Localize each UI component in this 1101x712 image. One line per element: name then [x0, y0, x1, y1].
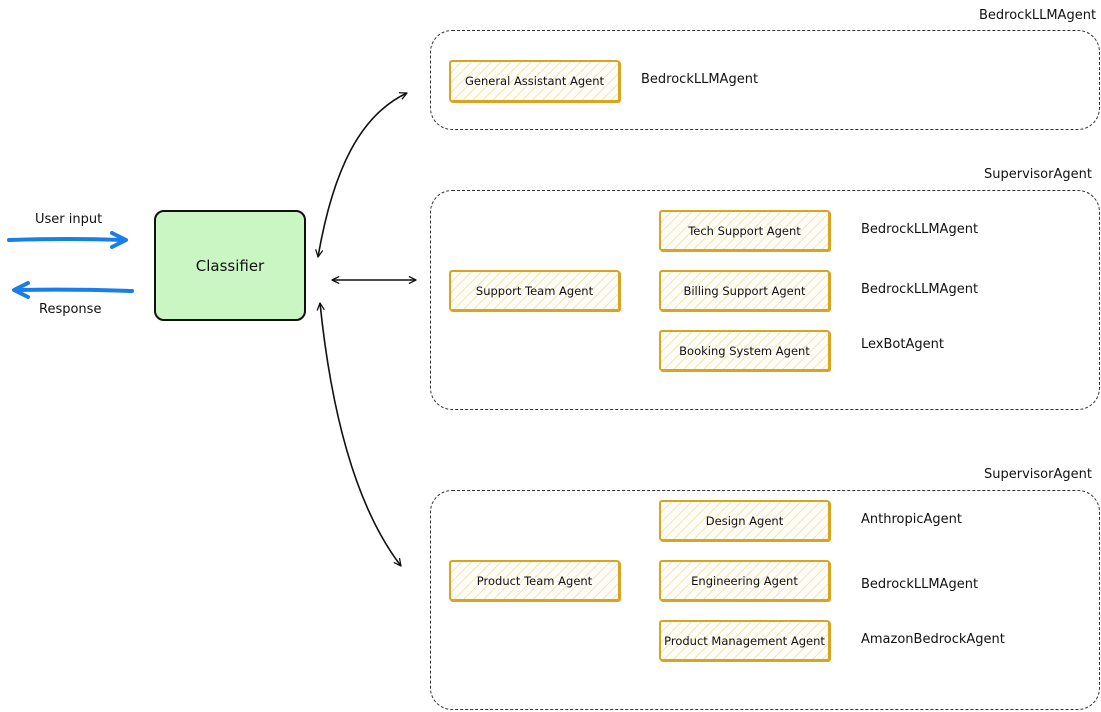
classifier-label: Classifier: [195, 256, 265, 275]
agent-group-support: [430, 190, 1100, 410]
group-type-label: SupervisorAgent: [984, 467, 1092, 482]
agent-type-label: LexBotAgent: [861, 337, 944, 352]
arrow-to-bedrock-group: [315, 92, 408, 258]
agent-box-support-team[interactable]: Support Team Agent: [449, 270, 620, 311]
user-input-label: User input: [35, 212, 103, 227]
agent-label: Product Team Agent: [476, 573, 593, 588]
agent-box-booking-system[interactable]: Booking System Agent: [659, 330, 830, 371]
agent-type-label: BedrockLLMAgent: [861, 577, 979, 592]
agent-group-product: [430, 490, 1100, 710]
agent-box-product-management[interactable]: Product Management Agent: [659, 620, 830, 661]
agent-type-label: BedrockLLMAgent: [861, 222, 979, 237]
classifier-box[interactable]: Classifier: [154, 210, 306, 321]
agent-box-tech-support[interactable]: Tech Support Agent: [659, 210, 830, 251]
agent-label: Product Management Agent: [664, 633, 825, 648]
agent-box-billing-support[interactable]: Billing Support Agent: [659, 270, 830, 311]
agent-box-engineering[interactable]: Engineering Agent: [659, 560, 830, 601]
agent-type-label: AmazonBedrockAgent: [861, 632, 1005, 647]
agent-group-general: [430, 30, 1100, 130]
agent-type-label: BedrockLLMAgent: [641, 72, 759, 87]
agent-type-label: AnthropicAgent: [861, 512, 962, 527]
agent-label: General Assistant Agent: [464, 74, 605, 88]
agent-label: Support Team Agent: [475, 283, 594, 298]
agent-label: Booking System Agent: [679, 343, 810, 358]
agent-box-product-team[interactable]: Product Team Agent: [449, 560, 620, 601]
agent-box-general-assistant[interactable]: General Assistant Agent: [449, 60, 620, 102]
agent-box-design[interactable]: Design Agent: [659, 500, 830, 541]
user-input-arrow: [7, 231, 128, 249]
agent-label: Billing Support Agent: [683, 283, 806, 298]
arrow-to-product-group: [316, 302, 402, 567]
response-arrow: [12, 281, 134, 299]
response-label: Response: [39, 302, 102, 317]
agent-label: Tech Support Agent: [688, 223, 801, 238]
agent-label: Design Agent: [705, 513, 784, 528]
group-type-label: BedrockLLMAgent: [979, 8, 1097, 23]
group-type-label: SupervisorAgent: [984, 167, 1092, 182]
agent-type-label: BedrockLLMAgent: [861, 282, 979, 297]
agent-label: Engineering Agent: [691, 573, 798, 588]
